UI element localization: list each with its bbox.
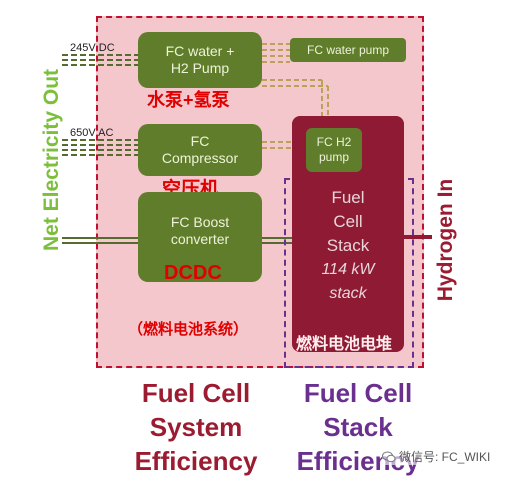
fc-water-h2-pump-line1: FC water + [165, 43, 235, 59]
stack-unit: stack [329, 285, 367, 302]
fc-water-h2-pump-line2: H2 Pump [170, 60, 230, 76]
fc-water-pump-box: FC water pump [290, 38, 406, 62]
stack-line2: Cell [333, 212, 363, 231]
wechat-icon [382, 451, 396, 462]
fc-h2-pump-line2: pump [318, 150, 350, 164]
stack-line1: Fuel [331, 188, 365, 207]
system-eff-line3: Efficiency [134, 446, 258, 476]
watermark-text: 微信号: FC_WIKI [399, 450, 491, 464]
system-eff-line2: System [149, 412, 243, 442]
fc-compressor-line1: FC [190, 133, 210, 149]
water-h2-pump-cn-label: 水泵+氢泵 [147, 90, 230, 110]
fc-h2-pump-box: FC H2 pump [306, 128, 362, 172]
fc-water-h2-pump-box: FC water + H2 Pump [138, 32, 262, 88]
dcdc-label: DCDC [164, 262, 222, 284]
fc-boost-line1: FC Boost [170, 214, 230, 230]
fc-compressor-line2: Compressor [161, 150, 239, 166]
voltage-ac-label: 650V AC [70, 127, 114, 139]
system-cn-label: （燃料电池系统） [128, 321, 249, 338]
stack-eff-line1: Fuel Cell [303, 378, 413, 408]
stack-eff-line2: Stack [323, 412, 393, 442]
fc-boost-line2: converter [170, 231, 230, 247]
stack-power: 114 kW [321, 261, 375, 278]
stack-line3: Stack [326, 236, 370, 255]
system-eff-line1: Fuel Cell [141, 378, 251, 408]
fc-water-pump-label: FC water pump [306, 42, 390, 57]
fc-h2-pump-line1: FC H2 [316, 135, 352, 149]
watermark: 微信号: FC_WIKI [382, 448, 491, 465]
system-efficiency-label: Fuel Cell System Efficiency [118, 376, 274, 478]
stack-cn-label: 燃料电池电堆 [296, 336, 393, 353]
fc-boost-converter-box: FC Boost converter [138, 192, 262, 282]
fc-compressor-box: FC Compressor [138, 124, 262, 176]
voltage-dc-label: 245V DC [70, 42, 115, 54]
stack-text: Fuel Cell Stack 114 kW stack [292, 186, 404, 306]
